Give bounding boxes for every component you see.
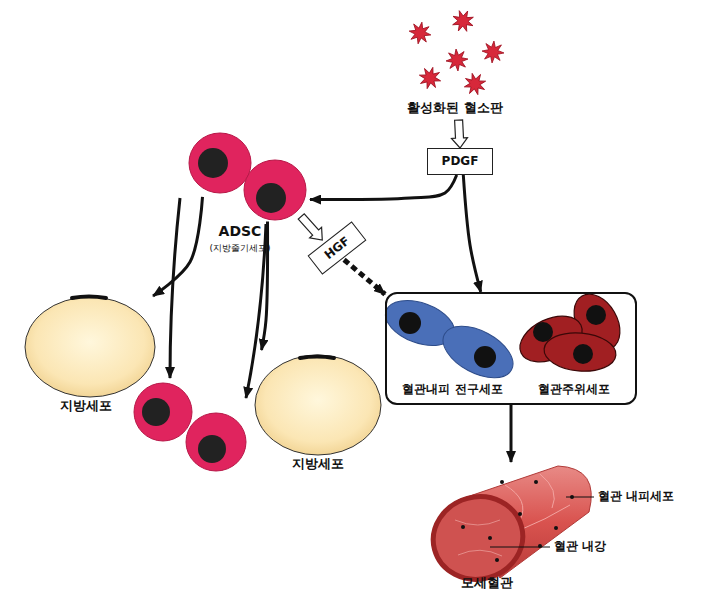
node-label: ADSC	[185, 223, 295, 240]
node-label: 혈관내피 전구세포	[390, 382, 515, 396]
flow-arrow	[262, 222, 268, 350]
factor-box: HGF	[308, 221, 367, 274]
node-label: 모세혈관	[430, 575, 544, 591]
callout-label: 혈관 내강	[554, 539, 606, 553]
fat-cell: 지방세포	[25, 296, 157, 418]
platelet-group: 활성화된 혈소판	[395, 8, 515, 120]
flow-arrow	[310, 175, 457, 200]
node-label: PDGF	[428, 154, 492, 168]
fat-cells	[25, 297, 381, 456]
node-label: 지방세포	[25, 398, 147, 414]
capillary: 모세혈관	[430, 462, 592, 594]
node-label: 활성화된 혈소판	[395, 100, 515, 116]
secretion-arrow	[298, 214, 322, 240]
node-label: 혈관주위세포	[515, 382, 633, 396]
flow-arrow	[153, 197, 202, 296]
adsc-cells	[189, 133, 306, 220]
flow-arrow	[463, 175, 480, 292]
adsc-daughter-cells	[134, 383, 246, 471]
pericyte-cells	[513, 286, 630, 374]
endothelial-progenitor-cells	[379, 292, 521, 388]
capillary-illustration	[424, 466, 591, 589]
dashed-arrow	[344, 260, 385, 295]
flow-arrow	[510, 405, 513, 462]
node-sublabel: (지방줄기세포)	[185, 243, 295, 254]
node-label: HGF	[311, 226, 362, 271]
cell-group: 혈관내피 전구세포	[390, 300, 515, 403]
factor-box: PDGF	[427, 148, 493, 175]
fat-cell: 지방세포	[255, 350, 385, 474]
cell-group: 혈관주위세포	[515, 294, 633, 402]
cell-group-box: 혈관내피 전구세포혈관주위세포	[385, 292, 637, 405]
secretion-arrow	[452, 120, 468, 148]
node-label: 지방세포	[255, 456, 381, 472]
callout-label: 혈관 내피세포	[598, 489, 674, 503]
stem-cell-group: ADSC (지방줄기세포)	[185, 128, 310, 258]
platelet-stars	[407, 6, 505, 99]
